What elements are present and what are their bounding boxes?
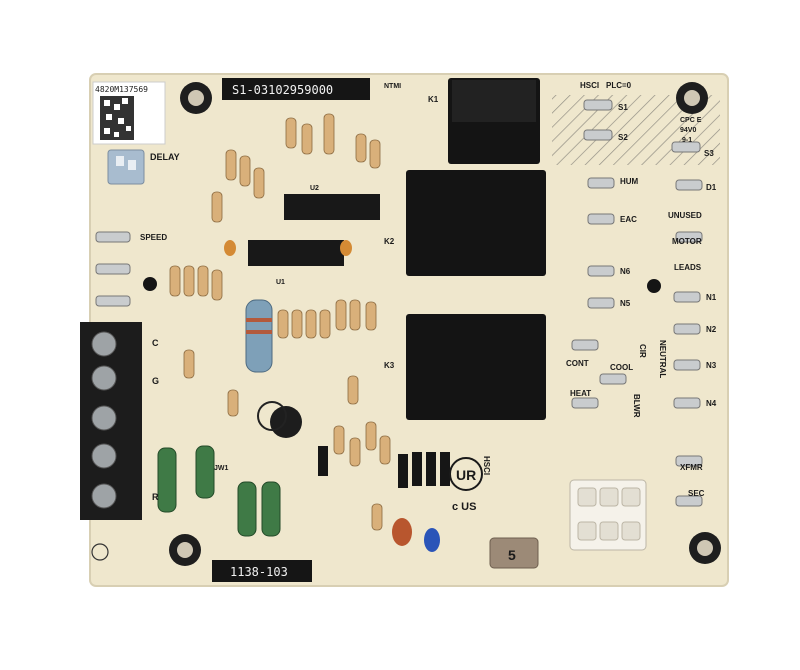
terminal-screws [91, 331, 117, 509]
top-board-code: S1-03102959000 [232, 83, 333, 97]
terminal-g-label: G [152, 376, 159, 386]
relay-k2 [406, 170, 546, 276]
motor-label: MOTOR [672, 237, 702, 246]
mounting-hole-bottom-left [169, 534, 201, 566]
resistor-bank [169, 113, 391, 531]
fuse-value: 5 [508, 547, 516, 563]
relay-k3 [406, 314, 546, 420]
s1-label: S1 [618, 103, 628, 112]
tab-2[interactable] [95, 295, 131, 307]
yellow-capacitor-2 [340, 240, 352, 256]
sec-label: SEC [688, 489, 705, 498]
power-resistor-1 [157, 447, 177, 513]
electrolytic-capacitor [270, 406, 302, 438]
u2-label: U2 [310, 185, 319, 192]
blade-fuse [489, 537, 539, 569]
cert-mark-text: c US [452, 501, 476, 513]
leads-label: LEADS [674, 263, 702, 272]
orange-capacitor [392, 518, 412, 546]
hum-label: HUM [620, 177, 639, 186]
top-label-bar [222, 78, 370, 100]
ic-u2 [284, 194, 380, 220]
target-mark [91, 543, 109, 561]
plc-label: PLC=0 [606, 81, 632, 90]
n1-label: N1 [706, 293, 717, 302]
terminal-c-label: C [152, 338, 159, 348]
bottom-label-bar [212, 560, 312, 582]
blwr-label: BLWR [632, 394, 641, 418]
bottom-board-code: 1138-103 [230, 565, 288, 579]
n2-label: N2 [706, 325, 717, 334]
ic-u1 [248, 240, 344, 266]
n3-label: N3 [706, 361, 717, 370]
blue-capacitor [424, 528, 440, 552]
mounting-hole-top-right [676, 82, 708, 114]
cir-label: CIR [638, 344, 647, 358]
delay-label: DELAY [150, 152, 180, 162]
terminal-r-label: R [152, 492, 159, 502]
relay-k1-label: K1 [428, 95, 439, 104]
u1-label: U1 [276, 279, 285, 286]
power-resistor-4 [261, 481, 281, 537]
rating-sub-label: 9-1 [682, 137, 692, 144]
power-resistor-2 [195, 445, 215, 499]
spade-terminals[interactable] [571, 99, 703, 507]
power-resistor-3 [237, 481, 257, 537]
svg-text:UR: UR [456, 467, 476, 483]
hsci-top-label: HSCI [580, 81, 599, 90]
jw1-label: JW1 [214, 465, 229, 472]
heat-label: HEAT [570, 389, 591, 398]
serial-number: 4820M137569 [95, 85, 148, 94]
delay-dip-switch[interactable] [107, 149, 145, 185]
mounting-hole-bottom-right [689, 532, 721, 564]
cont-label: CONT [566, 359, 589, 368]
rating-label: 94V0 [680, 127, 696, 134]
s3-label: S3 [704, 149, 714, 158]
relay-k3-label: K3 [384, 361, 395, 370]
unused-label: UNUSED [668, 211, 702, 220]
cpc-label: CPC E [680, 117, 702, 124]
xfmr-label: XFMR [680, 463, 703, 472]
speed-label: SPEED [140, 233, 167, 242]
transistor-q2 [647, 279, 661, 293]
s2-label: S2 [618, 133, 628, 142]
relay-k2-label: K2 [384, 237, 395, 246]
d1-label: D1 [706, 183, 717, 192]
eac-label: EAC [620, 215, 637, 224]
n6-label: N6 [620, 267, 631, 276]
tab-1[interactable] [95, 263, 131, 275]
ntmi-label: NTMI [384, 83, 401, 90]
ul-certification-mark: UR [449, 457, 483, 491]
hsci-side-label: HSCI [482, 456, 491, 475]
n5-label: N5 [620, 299, 631, 308]
diode-row [318, 446, 450, 488]
yellow-capacitor [224, 240, 236, 256]
cool-label: COOL [610, 363, 633, 372]
power-resistor-blue [245, 299, 273, 373]
n4-label: N4 [706, 399, 717, 408]
mounting-hole-top-left [180, 82, 212, 114]
transistor-q1 [143, 277, 157, 291]
neutral-label: NEUTRAL [658, 340, 667, 378]
datamatrix-code [100, 96, 134, 140]
speed-tab[interactable] [95, 231, 131, 243]
